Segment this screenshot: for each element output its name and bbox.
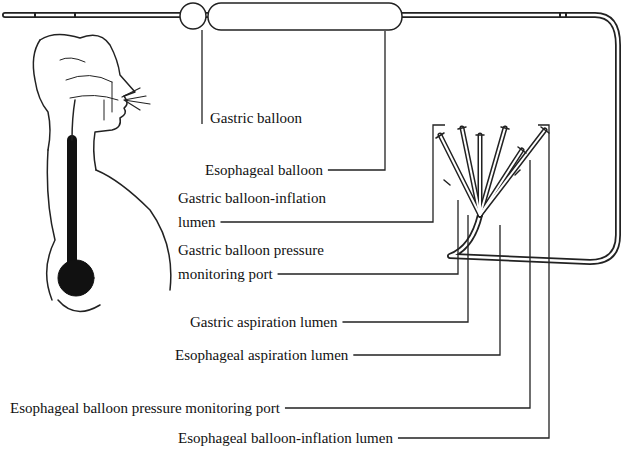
part-label: Gastric aspiration lumen	[190, 310, 337, 334]
leader-line	[353, 225, 500, 355]
part-label: Gastric balloon	[210, 106, 302, 130]
part-label: Esophageal balloon pressure monitoring p…	[10, 396, 280, 420]
leader-line	[201, 30, 202, 124]
part-label: Gastric balloon pressure monitoring port	[178, 238, 353, 286]
leader-line	[398, 125, 549, 438]
part-label: Esophageal aspiration lumen	[175, 343, 348, 367]
part-label: Gastric balloon-inflation lumen	[178, 186, 350, 234]
part-label: Esophageal balloon-inflation lumen	[178, 426, 393, 450]
leader-line	[342, 215, 468, 322]
leader-line	[278, 200, 458, 274]
part-label: Esophageal balloon	[205, 158, 323, 182]
leader-line	[328, 31, 385, 170]
